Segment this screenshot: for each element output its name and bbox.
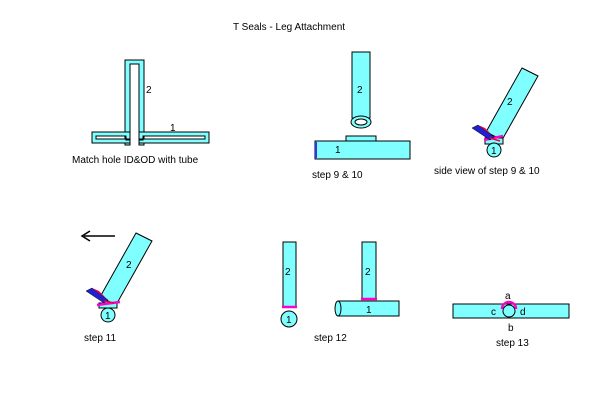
part-1-label: 1 bbox=[286, 315, 292, 326]
part-1-label: 1 bbox=[170, 123, 176, 134]
tube-1-section-right bbox=[138, 131, 210, 144]
weld-boss bbox=[345, 135, 377, 142]
part-1-label: 1 bbox=[335, 145, 341, 156]
tube-1 bbox=[314, 140, 411, 160]
diagram-title: T Seals - Leg Attachment bbox=[233, 22, 345, 33]
tube-1-end bbox=[100, 307, 116, 323]
welding-torch-icon bbox=[471, 124, 501, 142]
part-2-label: 2 bbox=[365, 267, 371, 278]
panel-caption: Match hole ID&OD with tube bbox=[72, 155, 199, 166]
label-d: d bbox=[520, 307, 526, 318]
weld-bead bbox=[500, 300, 518, 310]
panel-caption: step 13 bbox=[496, 338, 529, 349]
panel-step-11: 2 1 step 11 bbox=[80, 230, 153, 344]
part-1-label: 1 bbox=[366, 305, 372, 316]
label-a: a bbox=[505, 291, 511, 302]
panel-caption: step 12 bbox=[314, 333, 347, 344]
weld-bead bbox=[96, 300, 121, 307]
panel-caption: step 11 bbox=[84, 333, 116, 344]
joint-circle bbox=[502, 304, 516, 318]
panel-step-12: 2 1 2 1 step 12 bbox=[280, 241, 400, 344]
weld-bead bbox=[483, 134, 504, 142]
label-b: b bbox=[508, 323, 514, 334]
welding-torch-icon bbox=[85, 287, 115, 304]
seal-ring-inner bbox=[354, 118, 368, 126]
tube-2-section bbox=[124, 59, 145, 146]
panel-match-hole: 2 1 Match hole ID&OD with tube bbox=[72, 59, 210, 166]
panel-step-9-10: 2 1 step 9 & 10 bbox=[312, 51, 411, 181]
part-2-label: 2 bbox=[126, 260, 132, 271]
part-2-label: 2 bbox=[357, 85, 363, 96]
part-1-label: 1 bbox=[491, 146, 497, 157]
arrow-left-icon bbox=[80, 230, 115, 242]
part-1-label: 1 bbox=[105, 311, 111, 322]
label-c: c bbox=[491, 307, 496, 318]
panel-side-view-9-10: 2 1 side view of step 9 & 10 bbox=[434, 67, 540, 177]
tube-1-end bbox=[486, 142, 502, 158]
tube-1-open-end bbox=[334, 300, 342, 317]
panel-step-13: a b c d step 13 bbox=[452, 291, 570, 349]
tube-1-section bbox=[91, 131, 131, 144]
panel-caption: side view of step 9 & 10 bbox=[434, 166, 540, 177]
tube-1-end bbox=[280, 310, 298, 328]
part-2-label: 2 bbox=[285, 267, 291, 278]
panel-caption: step 9 & 10 bbox=[312, 170, 363, 181]
part-2-label: 2 bbox=[146, 85, 152, 96]
part-2-label: 2 bbox=[507, 97, 513, 108]
